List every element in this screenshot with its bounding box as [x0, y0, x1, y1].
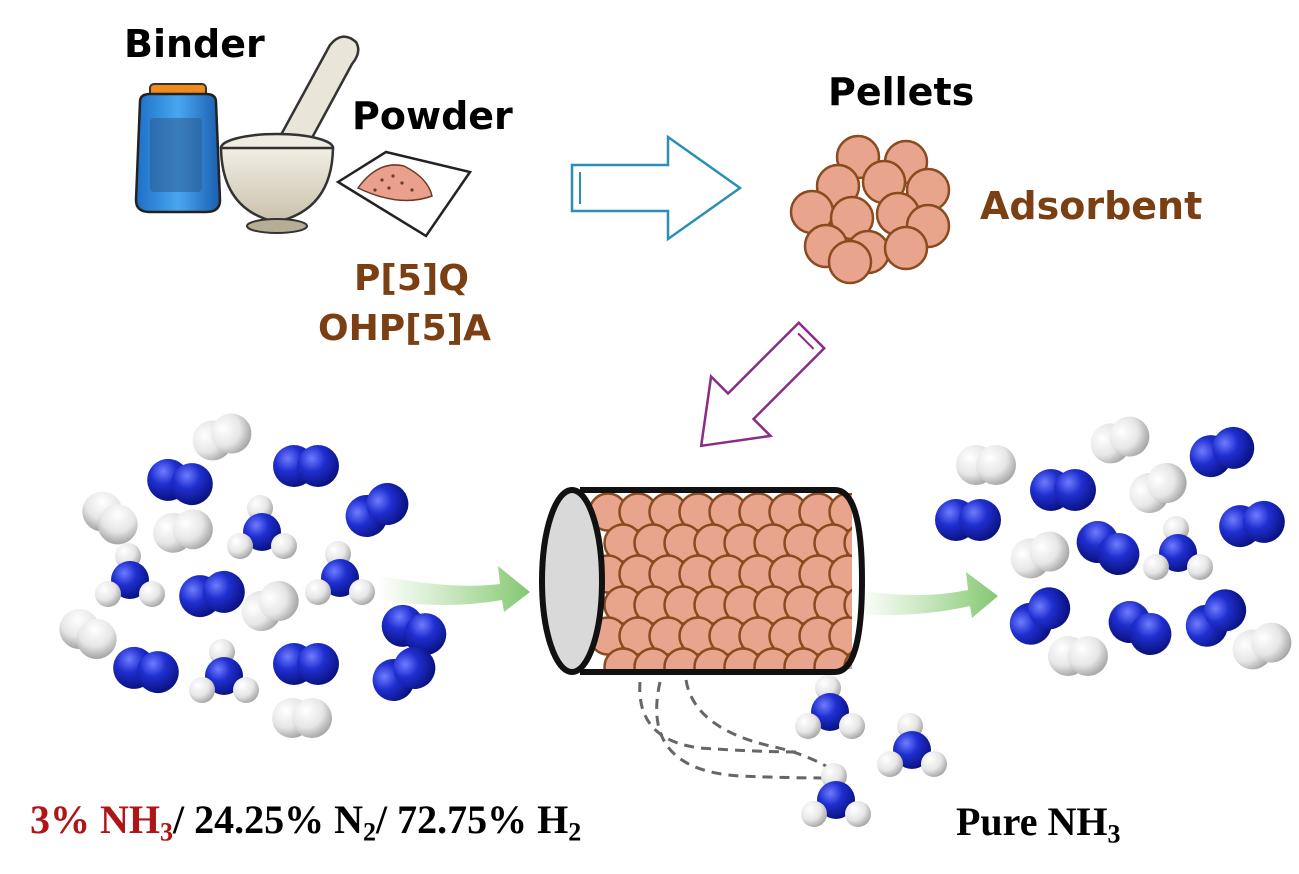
nh3-molecule-icon — [795, 675, 865, 739]
gas-molecules — [59, 413, 1292, 827]
column-pellet — [843, 588, 852, 622]
n2-molecule-icon — [345, 483, 409, 537]
n2-molecule-icon — [1185, 589, 1247, 647]
h2-molecule-icon — [1232, 622, 1292, 670]
material-2-label: OHP[5]A — [318, 308, 491, 349]
product-subscript: 3 — [1107, 819, 1121, 849]
column-pellet — [843, 526, 852, 560]
flow-arrow-in — [378, 566, 530, 612]
n2-molecule-icon — [1009, 587, 1071, 645]
h2-molecule-icon — [1129, 463, 1187, 513]
n2-molecule-icon — [147, 458, 213, 506]
adsorption-column-icon — [539, 487, 866, 675]
nh3-molecule-icon — [801, 763, 871, 827]
n2-part: / 24.25% N — [173, 797, 363, 842]
adsorbent-label: Adsorbent — [980, 184, 1203, 228]
arrow-to-column — [699, 321, 826, 448]
n2-molecule-icon — [1219, 500, 1285, 548]
h2-molecule-icon — [59, 609, 117, 659]
pellet — [883, 225, 929, 271]
product-label: Pure NH3 — [956, 798, 1121, 849]
n2-molecule-icon — [381, 604, 447, 656]
nh3-subscript: 3 — [160, 817, 173, 847]
h2-molecule-icon — [192, 413, 252, 461]
n2-molecule-icon — [273, 445, 339, 487]
product-text: Pure NH — [956, 799, 1108, 844]
h2-molecule-icon — [1090, 416, 1150, 464]
n2-molecule-icon — [372, 647, 436, 701]
nh3-molecule-icon — [305, 541, 375, 605]
n2-molecule-icon — [1030, 469, 1096, 511]
h2-subscript: 2 — [568, 817, 582, 847]
nh3-molecule-icon — [189, 639, 259, 703]
binder-bottle-icon — [134, 83, 222, 214]
n2-molecule-icon — [935, 499, 1001, 541]
h2-part: / 72.75% H — [376, 797, 569, 842]
mortar-pestle-icon — [219, 35, 360, 234]
n2-subscript: 2 — [363, 817, 376, 847]
nh3-molecule-icon — [877, 713, 947, 777]
h2-molecule-icon — [1010, 531, 1070, 579]
n2-molecule-icon — [113, 646, 179, 694]
feed-gas-composition: 3% NH3/ 24.25% N2/ 72.75% H2 — [30, 796, 582, 847]
n2-molecule-icon — [1108, 601, 1172, 655]
pellet — [827, 239, 873, 285]
nh3-molecule-icon — [1143, 516, 1213, 580]
n2-molecule-icon — [1189, 426, 1255, 478]
h2-molecule-icon — [82, 491, 138, 545]
h2-molecule-icon — [956, 445, 1016, 485]
nh3-formula: NH — [100, 797, 160, 842]
binder-label: Binder — [124, 22, 265, 66]
n2-molecule-icon — [179, 570, 245, 618]
column-pellet — [843, 650, 852, 669]
h2-molecule-icon — [241, 581, 299, 631]
pellet-cluster-icon — [789, 134, 951, 285]
pellets-label: Pellets — [828, 70, 975, 114]
arrow-to-pellets — [570, 134, 743, 242]
powder-label: Powder — [352, 94, 513, 138]
n2-molecule-icon — [1076, 521, 1140, 575]
nh3-molecule-icon — [227, 495, 297, 559]
h2-molecule-icon — [153, 509, 213, 553]
nh3-percent: 3% — [30, 797, 90, 842]
powder-paper-icon — [335, 150, 473, 238]
h2-molecule-icon — [272, 698, 332, 738]
h2-molecule-icon — [1048, 636, 1108, 676]
release-paths — [638, 679, 829, 780]
n2-molecule-icon — [273, 643, 339, 685]
material-1-label: P[5]Q — [354, 258, 469, 299]
nh3-molecule-icon — [95, 543, 165, 607]
flow-arrow-out — [858, 572, 998, 618]
